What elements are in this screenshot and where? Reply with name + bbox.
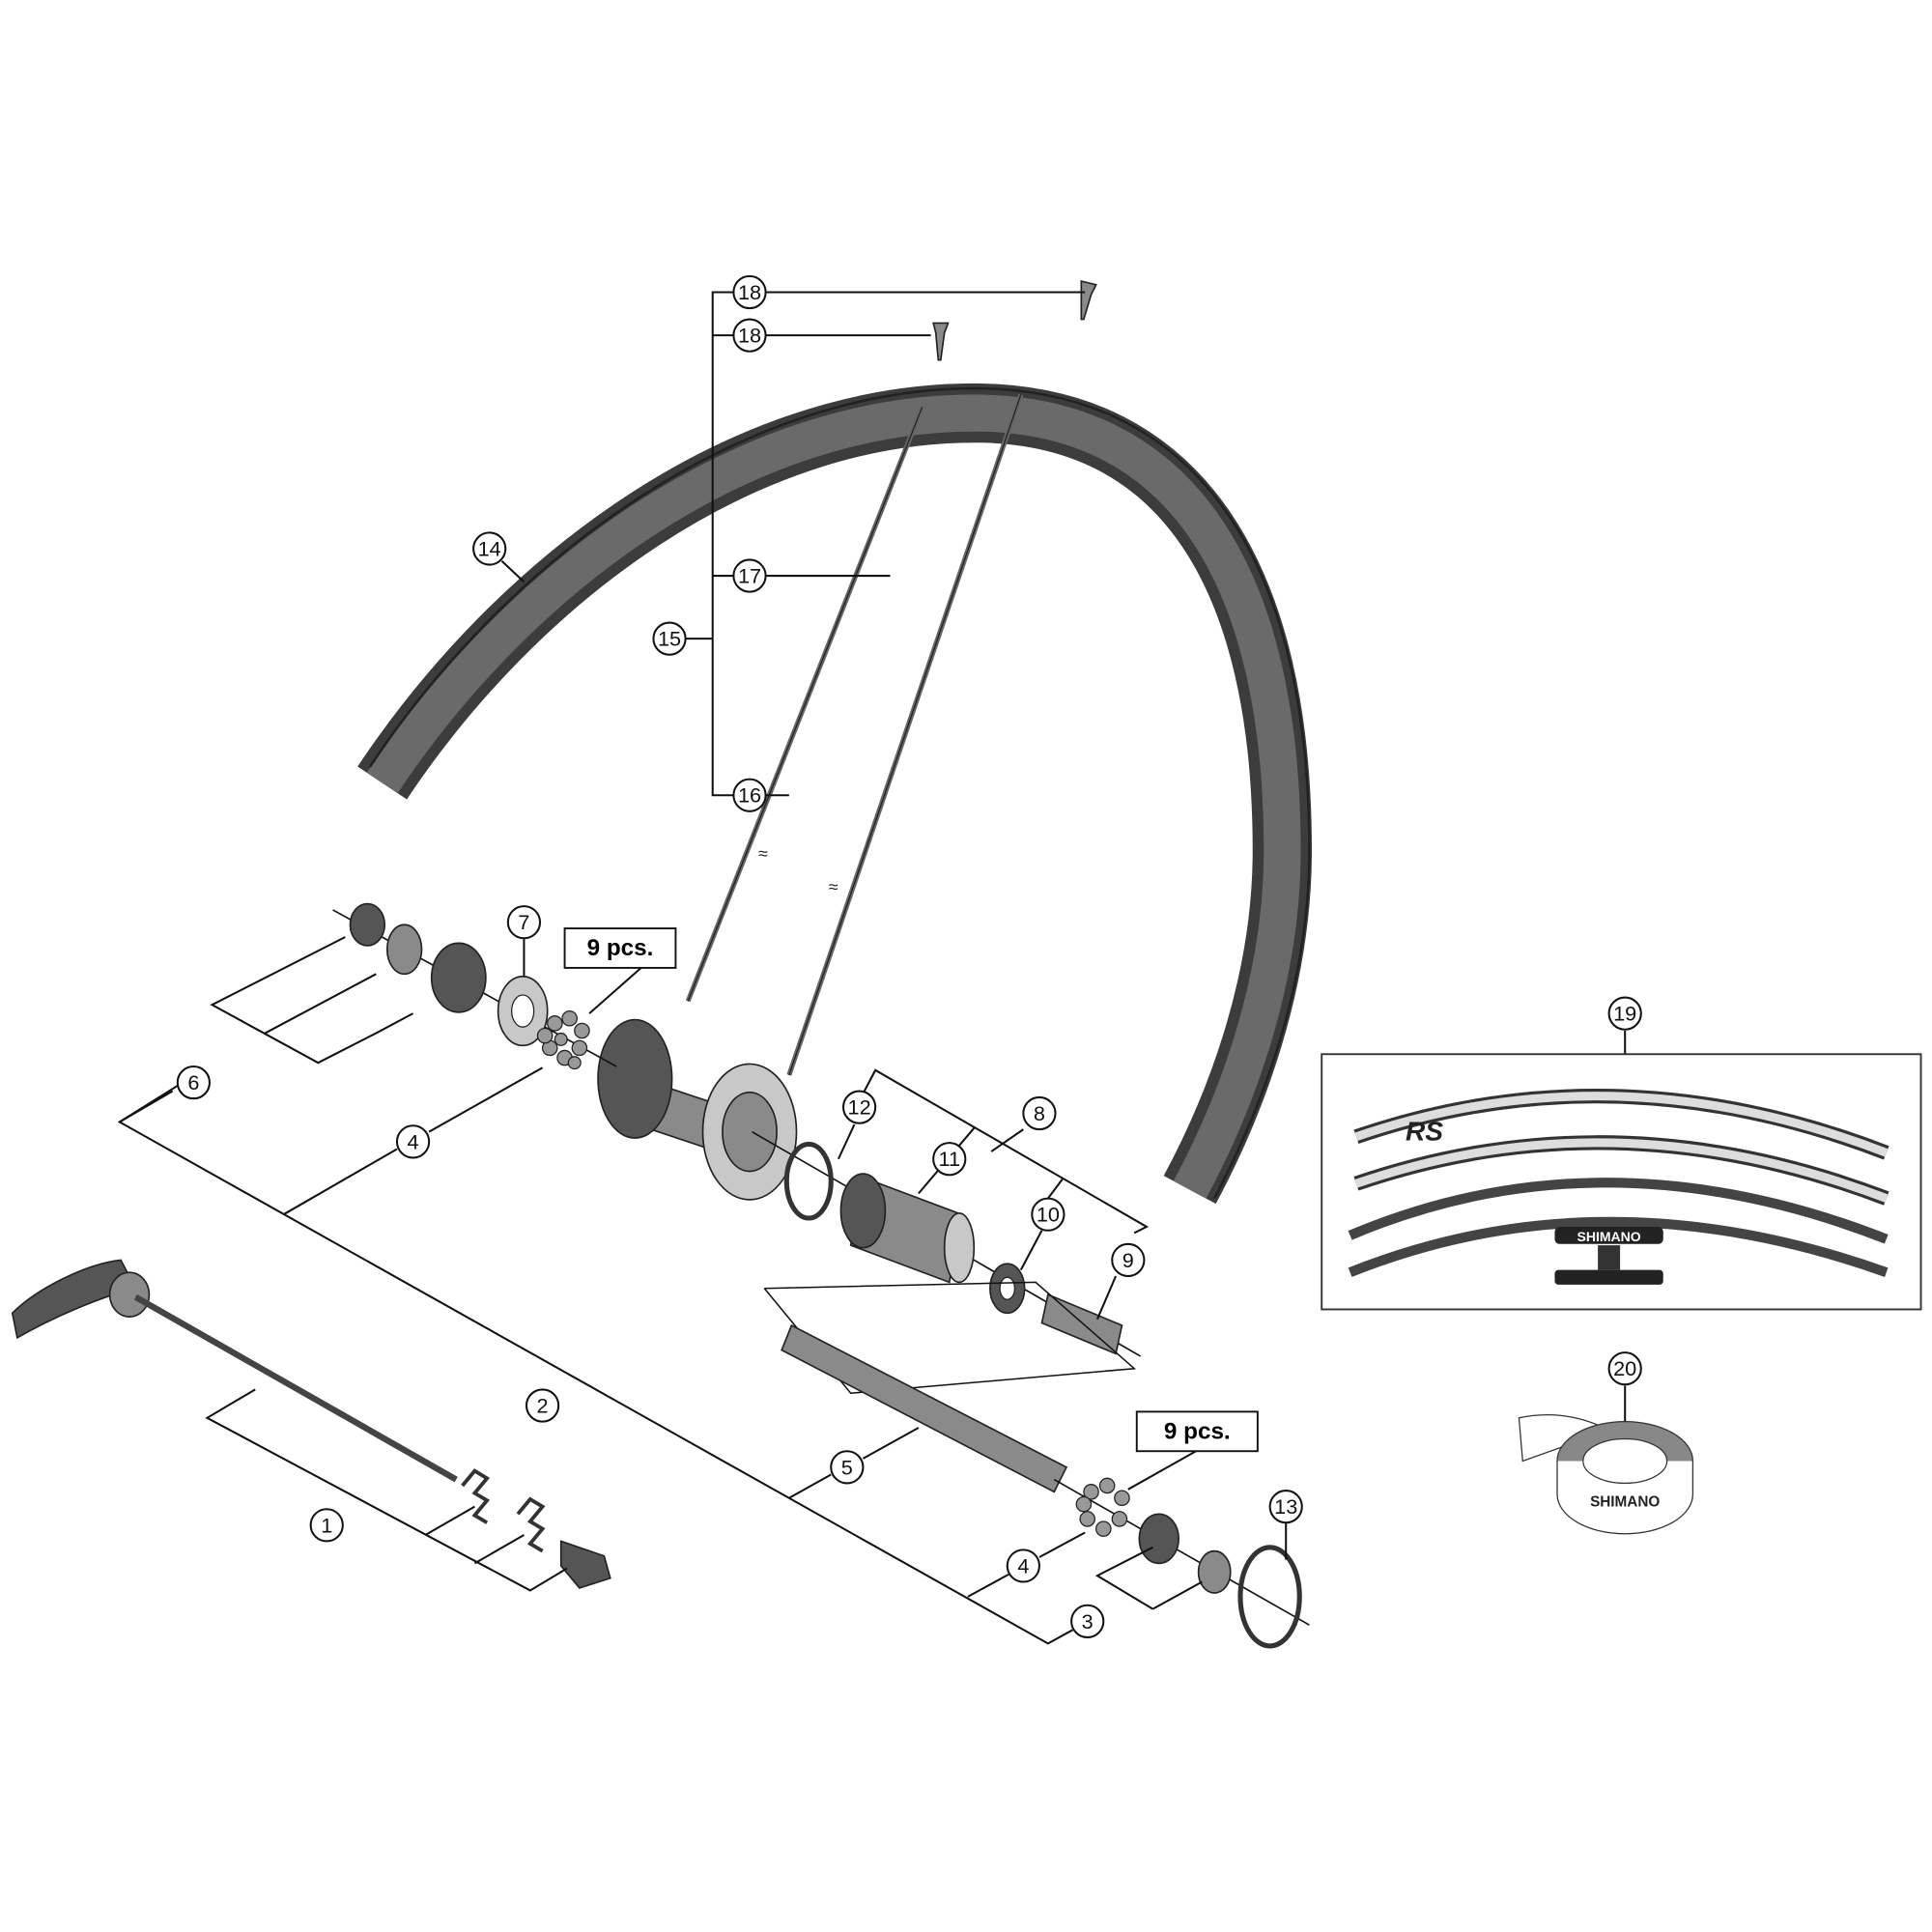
callout-15: 15: [652, 621, 687, 656]
callout-9: 9: [1111, 1242, 1146, 1278]
callout-4-upper: 4: [395, 1124, 431, 1159]
quick-release-skewer: [11, 1259, 611, 1589]
svg-text:1: 1: [321, 1513, 332, 1537]
callout-6: 6: [176, 1065, 211, 1100]
tape-brand-text: SHIMANO: [1590, 1494, 1660, 1511]
left-axle-parts: [332, 902, 617, 1070]
callout-5: 5: [830, 1450, 865, 1485]
hub-body: [597, 1018, 798, 1201]
svg-text:≈: ≈: [829, 877, 838, 896]
svg-text:4: 4: [1017, 1553, 1029, 1577]
right-axle-parts: [1053, 1477, 1310, 1649]
svg-text:9 pcs.: 9 pcs.: [1164, 1418, 1231, 1444]
callout-3: 3: [1070, 1604, 1105, 1638]
rim-14: [357, 383, 1313, 1205]
rim-tape-20: SHIMANO: [1518, 1413, 1694, 1535]
callout-18-lower: 18: [732, 318, 767, 353]
callout-7: 7: [506, 905, 542, 940]
callout-20: 20: [1607, 1351, 1642, 1386]
callout-13: 13: [1268, 1490, 1303, 1524]
callout-11: 11: [932, 1142, 967, 1177]
callout-4-lower: 4: [1006, 1548, 1040, 1583]
svg-text:11: 11: [939, 1147, 961, 1171]
qty-label-upper: 9 pcs.: [563, 927, 677, 969]
svg-text:13: 13: [1274, 1494, 1297, 1519]
svg-text:17: 17: [738, 564, 761, 588]
rim-decal-set-19: RS SHIMANO: [1321, 1053, 1922, 1311]
svg-text:2: 2: [537, 1394, 549, 1418]
leader-lines: [117, 291, 1627, 1645]
svg-text:18: 18: [738, 280, 761, 304]
callout-2: 2: [525, 1388, 560, 1423]
callout-19: 19: [1607, 996, 1642, 1031]
freehub-parts: [752, 1130, 1142, 1357]
svg-text:6: 6: [187, 1070, 199, 1094]
svg-text:9 pcs.: 9 pcs.: [587, 935, 654, 961]
svg-text:18: 18: [738, 324, 761, 348]
svg-text:16: 16: [738, 783, 761, 808]
svg-text:≈: ≈: [758, 844, 768, 864]
svg-text:4: 4: [408, 1129, 419, 1153]
svg-text:14: 14: [478, 536, 501, 560]
svg-text:5: 5: [841, 1455, 853, 1479]
callout-14: 14: [472, 531, 507, 566]
axle-5: [763, 1281, 1137, 1493]
callout-16: 16: [732, 778, 767, 812]
decal-model-text: RS: [1406, 1117, 1443, 1147]
callout-8: 8: [1022, 1095, 1057, 1131]
svg-text:20: 20: [1613, 1356, 1636, 1380]
svg-text:15: 15: [658, 627, 681, 651]
spokes-16-17: ≈ ≈: [685, 393, 1024, 1076]
callout-10: 10: [1031, 1197, 1065, 1232]
callout-1: 1: [309, 1508, 344, 1543]
svg-text:10: 10: [1037, 1203, 1060, 1227]
bearing-balls-lower: [1075, 1477, 1130, 1537]
callout-12: 12: [841, 1090, 877, 1124]
bearing-balls-upper: [536, 1009, 590, 1070]
decal-brand-text: SHIMANO: [1577, 1229, 1641, 1244]
svg-text:19: 19: [1613, 1002, 1636, 1026]
qty-label-lower: 9 pcs.: [1135, 1410, 1259, 1453]
callout-18-upper: 18: [732, 274, 767, 310]
svg-text:8: 8: [1034, 1101, 1045, 1125]
callout-17: 17: [732, 558, 767, 593]
svg-text:7: 7: [518, 910, 529, 934]
svg-text:12: 12: [848, 1095, 871, 1120]
svg-text:9: 9: [1122, 1248, 1134, 1272]
svg-text:3: 3: [1082, 1609, 1094, 1634]
